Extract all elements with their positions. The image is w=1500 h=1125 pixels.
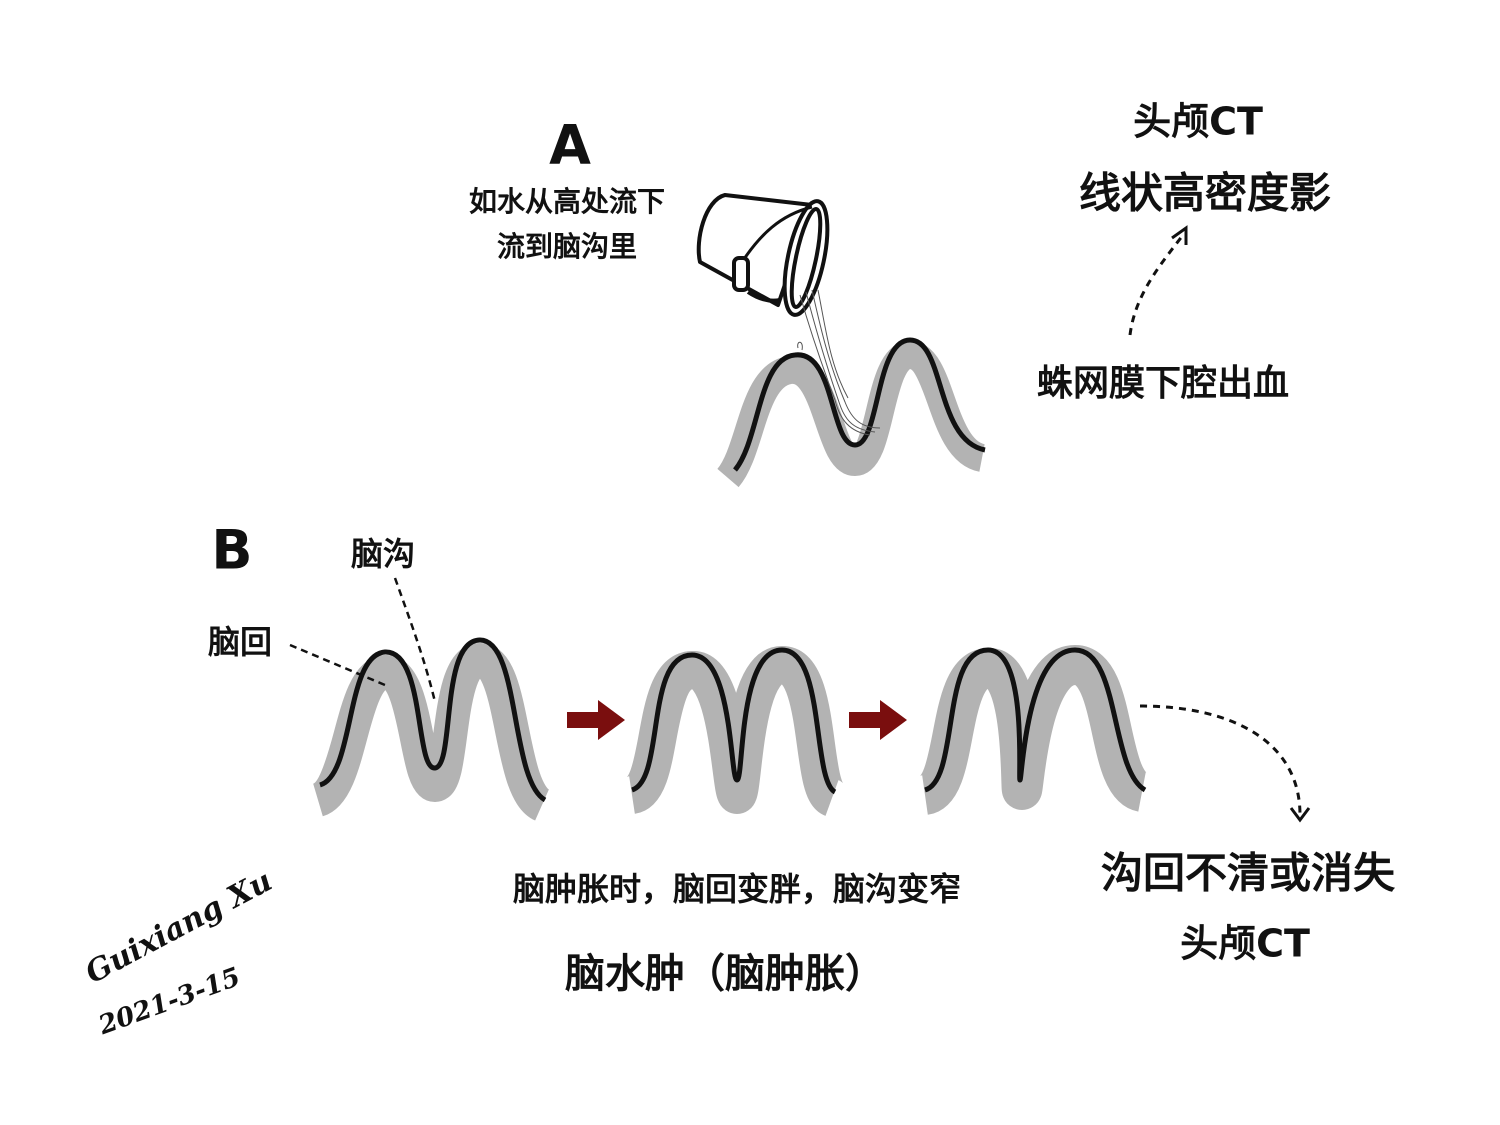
description-b: 脑肿胀时，脑回变胖，脑沟变窄 xyxy=(512,870,962,908)
dashed-arrow-up xyxy=(1128,234,1185,336)
arrowhead-up-icon xyxy=(1171,225,1188,245)
leader-line-gyrus xyxy=(289,643,386,687)
panel-a-letter: A xyxy=(549,113,591,177)
gyrus-swollen-1 xyxy=(624,645,845,816)
condition-b: 脑水肿（脑肿胀） xyxy=(565,951,885,997)
ct-finding-b: 沟回不清或消失 xyxy=(1100,848,1396,898)
condition-a: 蛛网膜下腔出血 xyxy=(1036,363,1290,404)
arrow-right-icon-2 xyxy=(849,700,907,740)
arrow-right-icon-1 xyxy=(567,700,625,740)
label-gyrus: 脑回 xyxy=(207,623,273,661)
gyrus-with-water xyxy=(716,289,987,488)
bucket-icon xyxy=(696,193,830,317)
ct-finding-a: 线状高密度影 xyxy=(1078,168,1332,218)
gyrus-normal xyxy=(309,637,552,821)
label-sulcus: 脑沟 xyxy=(350,535,416,573)
arrowhead-down-icon xyxy=(1289,807,1311,823)
ct-title-a: 头颅CT xyxy=(1133,99,1263,144)
panel-b-letter: B xyxy=(211,518,253,582)
analogy-line-1: 如水从高处流下 xyxy=(468,185,666,218)
water-stream xyxy=(797,289,881,436)
dashed-arrow-down xyxy=(1139,704,1302,816)
leader-line-sulcus xyxy=(393,577,437,703)
analogy-line-2: 流到脑沟里 xyxy=(496,230,638,263)
ct-title-b: 头颅CT xyxy=(1180,921,1310,966)
gyrus-swollen-2 xyxy=(917,644,1150,815)
